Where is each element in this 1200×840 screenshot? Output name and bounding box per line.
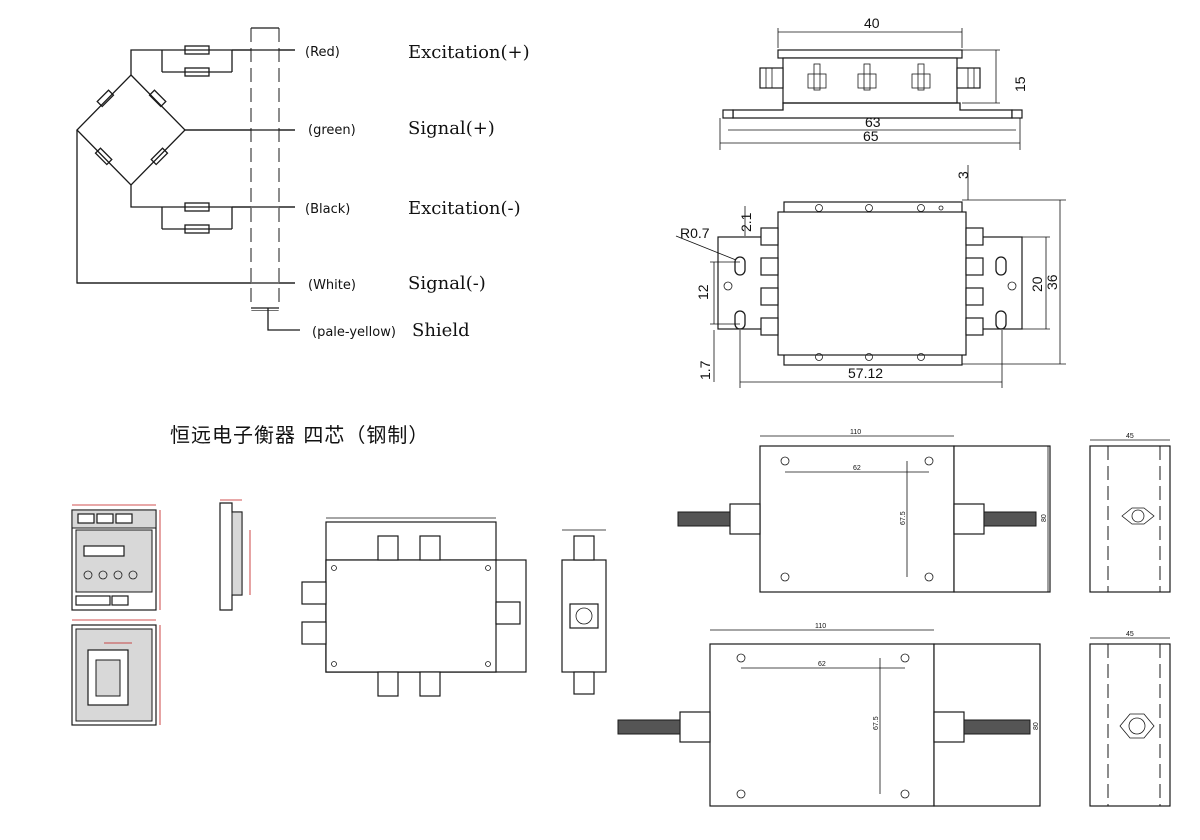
trim-resistor-4 xyxy=(184,224,210,234)
dim-inner-height: 20 xyxy=(1029,276,1045,292)
wire-function-shield: Shield xyxy=(412,320,470,341)
dim-lower-inner: 62 xyxy=(818,661,826,668)
bridge-resistor-2 xyxy=(148,89,167,108)
dim-upper-side: 45 xyxy=(1126,433,1134,440)
bridge-resistor-4 xyxy=(150,147,169,166)
wiring-diagram xyxy=(76,26,300,331)
wire-label-shield: (pale-yellow) xyxy=(312,325,396,340)
dim-upper-height: 80 xyxy=(1041,514,1048,522)
wire-label-red: (Red) xyxy=(305,45,340,60)
junction-box-iso-view xyxy=(301,517,527,697)
wire-function-green: Signal(+) xyxy=(408,118,495,139)
indicator-front-view xyxy=(71,504,161,611)
bridge-resistor-3 xyxy=(94,147,113,166)
trim-resistor-3 xyxy=(184,202,210,212)
side-elevation-view xyxy=(722,49,1023,119)
dim-radius: R0.7 xyxy=(680,225,710,241)
wire-label-green: (green) xyxy=(308,123,356,138)
junction-box-end-view xyxy=(561,529,607,695)
dim-gap: 2.1 xyxy=(738,212,754,232)
drawing-caption: 恒远电子衡器 四芯（钢制） xyxy=(170,423,429,447)
cast-box-upper-view xyxy=(677,435,1051,593)
cast-box-upper-side xyxy=(1089,439,1171,593)
indicator-back-view xyxy=(71,619,161,726)
bridge-diamond xyxy=(76,74,186,186)
dim-side-height: 15 xyxy=(1012,76,1028,92)
dim-upper-vertical: 67.5 xyxy=(900,511,907,525)
dim-outer-length: 65 xyxy=(863,128,879,144)
dim-bottom-offset: 1.7 xyxy=(697,360,713,380)
cast-box-lower-side xyxy=(1089,637,1171,807)
wire-function-red: Excitation(+) xyxy=(408,42,530,63)
dim-upper-inner: 62 xyxy=(853,465,861,472)
dim-lower-width: 110 xyxy=(815,623,826,630)
trim-resistor-2 xyxy=(184,67,210,77)
dim-lower-height: 80 xyxy=(1033,722,1040,730)
plan-view xyxy=(717,201,1023,366)
wire-function-white: Signal(-) xyxy=(408,273,486,294)
dim-lower-side: 45 xyxy=(1126,631,1134,638)
dim-hole-pitch: 12 xyxy=(695,284,711,300)
dim-upper-width: 110 xyxy=(850,429,861,436)
dim-top-offset: 3 xyxy=(955,171,971,179)
wire-black xyxy=(130,185,295,230)
wire-shield xyxy=(267,308,300,331)
dim-outer-height: 36 xyxy=(1044,274,1060,290)
wire-label-black: (Black) xyxy=(305,202,350,217)
dim-top-width: 40 xyxy=(864,15,880,31)
trim-resistor-1 xyxy=(184,45,210,55)
cast-box-lower-view xyxy=(617,629,1041,807)
wire-red xyxy=(130,49,295,75)
wire-function-black: Excitation(-) xyxy=(408,198,521,219)
dim-base-length: 57.12 xyxy=(848,365,883,381)
dim-inner-length: 63 xyxy=(865,114,881,130)
indicator-side-view xyxy=(219,499,251,611)
wire-label-white: (White) xyxy=(308,278,356,293)
dim-lower-vertical: 67.5 xyxy=(873,716,880,730)
bridge-resistor-1 xyxy=(96,89,115,108)
